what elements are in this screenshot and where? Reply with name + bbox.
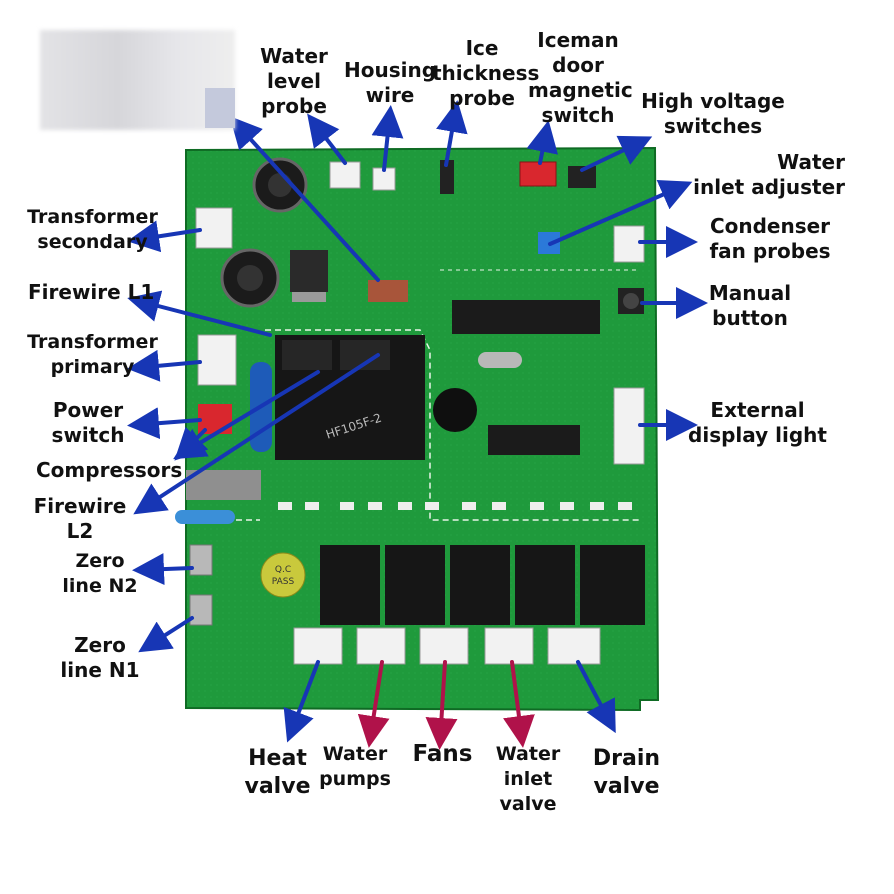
zero-line-n1-terminal — [189, 594, 213, 626]
arrow-board-to-blur — [229, 116, 380, 282]
callout-arrows — [127, 100, 708, 743]
relay-5 — [580, 545, 645, 625]
arrow-firewire-l2 — [133, 353, 380, 515]
label-iceman-door-switch: Iceman door magnetic switch — [528, 28, 633, 127]
arrow-drain-valve — [576, 660, 616, 734]
voltage-regulator — [290, 250, 328, 292]
water-pumps-connector — [356, 627, 406, 665]
label-condenser-fan-probes: Condenser fan probes — [709, 214, 831, 263]
svg-text:PASS: PASS — [272, 577, 295, 587]
microcontroller — [452, 300, 600, 334]
label-housing-wire: Housing wire — [343, 58, 437, 107]
small-relays — [320, 545, 645, 625]
grey-block — [186, 470, 261, 500]
arrow-door-switch — [526, 120, 558, 165]
label-water-pumps: Water pumps — [319, 743, 391, 790]
label-fans: Fans — [412, 741, 473, 767]
label-zero-line-n2: Zero line N2 — [62, 550, 138, 597]
arrow-transformer-secondary — [127, 220, 202, 253]
arrow-transformer-primary — [127, 349, 202, 382]
arrow-water-level — [307, 113, 347, 165]
driver-ic — [488, 425, 580, 455]
arrow-power-switch — [127, 407, 202, 440]
blurred-watermark-patch — [205, 88, 235, 128]
high-voltage-connector — [568, 166, 596, 188]
label-power-switch: Power switch — [51, 398, 125, 447]
label-high-voltage-switches: High voltage switches — [641, 89, 785, 138]
crystal — [478, 352, 522, 368]
arrow-high-voltage — [580, 135, 653, 172]
capacitors — [220, 157, 308, 308]
label-water-level-probe: Water level probe — [260, 44, 328, 118]
qc-pass-stamp: Q.C PASS — [260, 552, 306, 598]
label-external-display-light: External display light — [688, 398, 827, 447]
buzzer — [433, 388, 477, 432]
zero-line-n2-terminal — [189, 544, 213, 576]
label-zero-line-n1: Zero line N1 — [60, 633, 140, 682]
arrow-water-pumps — [357, 660, 390, 748]
water-inlet-valve-connector — [484, 627, 534, 665]
arrow-water-inlet-valve — [503, 660, 535, 748]
relay-3 — [450, 545, 510, 625]
arrow-zero-line-n1 — [138, 616, 194, 653]
blue-cap — [175, 510, 235, 524]
svg-text:Q.C: Q.C — [275, 565, 291, 575]
relay-2 — [385, 545, 445, 625]
door-switch-connector — [519, 161, 557, 187]
bottom-connectors — [293, 627, 601, 665]
ics — [433, 300, 600, 455]
arrow-housing-wire — [371, 105, 404, 172]
label-heat-valve: Heat valve — [244, 746, 311, 799]
relay-1 — [320, 545, 380, 625]
relay-4 — [515, 545, 575, 625]
arrow-firewire-l1 — [127, 290, 272, 337]
main-relay: HF105F-2 — [275, 335, 425, 460]
water-level-connector — [329, 161, 361, 189]
label-firewire-l1: Firewire L1 — [28, 280, 155, 304]
arrow-fans — [425, 660, 458, 750]
label-ice-thickness-probe: Ice thickness probe — [432, 36, 540, 110]
fans-connector — [419, 627, 469, 665]
condenser-connector — [613, 225, 645, 263]
transformer-secondary-connector — [195, 207, 233, 249]
arrow-zero-line-n2 — [132, 553, 194, 586]
arrow-ice-thickness — [436, 100, 468, 167]
label-water-inlet-adjuster: Water inlet adjuster — [693, 150, 845, 199]
label-transformer-primary: Transformer primary — [27, 331, 158, 378]
label-transformer-secondary: Transformer secondary — [27, 206, 158, 253]
led-row — [278, 502, 632, 510]
label-water-inlet-valve: Water inlet valve — [495, 743, 561, 815]
arrow-heat-valve — [283, 660, 320, 743]
callout-arrows-red — [357, 660, 535, 750]
red-resistor — [368, 280, 408, 302]
label-compressors: Compressors — [36, 458, 183, 482]
blurred-watermark — [40, 30, 235, 130]
label-drain-valve: Drain valve — [592, 746, 661, 799]
heat-valve-connector — [293, 627, 343, 665]
arrow-water-inlet — [548, 179, 693, 246]
ice-thickness-connector — [440, 160, 454, 194]
arrow-compressors-2 — [174, 426, 209, 461]
label-firewire-l2: Firewire L2 — [33, 494, 127, 543]
label-manual-button: Manual button — [708, 281, 792, 330]
drain-valve-connector — [547, 627, 601, 665]
transformer-primary-connector — [197, 334, 237, 386]
